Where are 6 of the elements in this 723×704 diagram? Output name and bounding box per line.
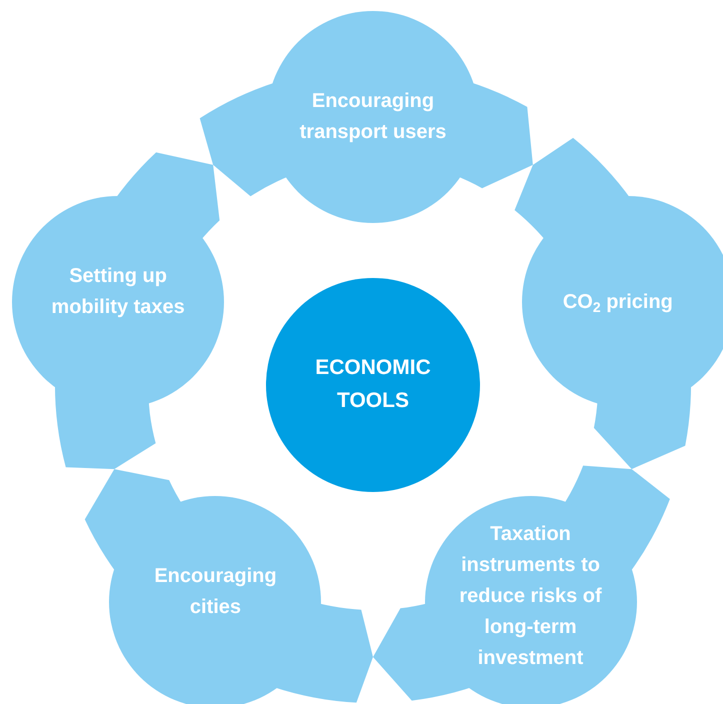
circle-label: CO$_{2}$ pricing xyxy=(562,290,674,317)
circle-label: Encouraging transport users xyxy=(298,89,448,145)
circle-label: Setting up mobility taxes xyxy=(50,264,186,320)
circle-label: Encouraging cities xyxy=(153,564,278,620)
circle-label: Taxation instruments to reduce risks of long-term investment xyxy=(458,522,603,672)
circle-label: ECONOMIC TOOLS xyxy=(314,355,432,414)
